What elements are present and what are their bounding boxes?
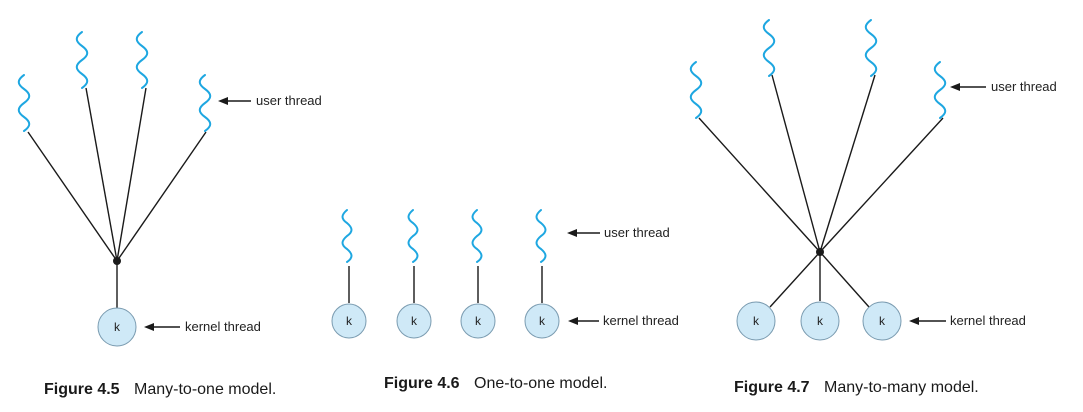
arrow-head (144, 323, 154, 331)
user-thread-icon (17, 74, 31, 132)
user-thread-icon (135, 31, 149, 89)
kernel-thread-node (800, 301, 840, 341)
kernel-node-label: k (346, 314, 353, 328)
user-thread-label: user thread (604, 225, 670, 240)
kernel-thread-label: kernel thread (950, 313, 1026, 328)
caption-text: Many-to-many model. (824, 379, 979, 396)
kernel-node-label: k (817, 314, 824, 328)
arrow-head (218, 97, 228, 105)
user-thread-icon (689, 61, 703, 119)
kernel-thread-node (460, 303, 496, 339)
link (116, 131, 207, 262)
kernel-thread-node (524, 303, 560, 339)
kernel-thread-node (736, 301, 776, 341)
kernel-node-label: k (411, 314, 418, 328)
link (819, 74, 876, 253)
arrow-head (909, 317, 919, 325)
caption-text: One-to-one model. (474, 375, 607, 392)
arrow-head (568, 317, 578, 325)
kernel-thread-node (396, 303, 432, 339)
figure-many-to-one: k user thread kernel thread Figure 4.5 M… (17, 31, 322, 398)
caption-text: Many-to-one model. (134, 381, 276, 398)
link (819, 251, 870, 308)
figure-one-to-one: k k k k user thread kernel thread Figure… (331, 209, 679, 392)
link (771, 74, 821, 253)
user-thread-icon (762, 19, 776, 77)
arrow-head (567, 229, 577, 237)
kernel-node-label: k (539, 314, 546, 328)
junction-dot (113, 257, 121, 265)
figure-many-to-many: k k k user thread kernel thread Figure 4… (689, 19, 1057, 396)
link (27, 131, 118, 262)
link (769, 251, 821, 308)
figure-caption: Figure 4.5 Many-to-one model. (44, 381, 276, 398)
user-thread-icon (471, 209, 483, 263)
figure-caption: Figure 4.6 One-to-one model. (384, 375, 607, 392)
user-thread-icon (864, 19, 878, 77)
user-thread-icon (341, 209, 353, 263)
user-thread-icon (535, 209, 547, 263)
link (819, 117, 944, 253)
caption-number: Figure 4.6 (384, 375, 460, 392)
arrow-head (950, 83, 960, 91)
kernel-thread-label: kernel thread (603, 313, 679, 328)
user-thread-icon (198, 74, 212, 132)
link (116, 87, 147, 262)
figure-caption: Figure 4.7 Many-to-many model. (734, 379, 979, 396)
kernel-thread-node (862, 301, 902, 341)
user-thread-label: user thread (256, 93, 322, 108)
user-thread-label: user thread (991, 79, 1057, 94)
kernel-node-label: k (475, 314, 482, 328)
kernel-thread-node (97, 307, 137, 347)
user-thread-icon (933, 61, 947, 119)
kernel-thread-label: kernel thread (185, 319, 261, 334)
caption-number: Figure 4.5 (44, 381, 120, 398)
link (698, 117, 821, 253)
caption-number: Figure 4.7 (734, 379, 810, 396)
kernel-thread-node (331, 303, 367, 339)
kernel-node-label: k (879, 314, 886, 328)
kernel-node-label: k (114, 320, 121, 334)
link (85, 87, 118, 262)
kernel-node-label: k (753, 314, 760, 328)
junction-dot (816, 248, 824, 256)
user-thread-icon (407, 209, 419, 263)
user-thread-icon (75, 31, 89, 89)
